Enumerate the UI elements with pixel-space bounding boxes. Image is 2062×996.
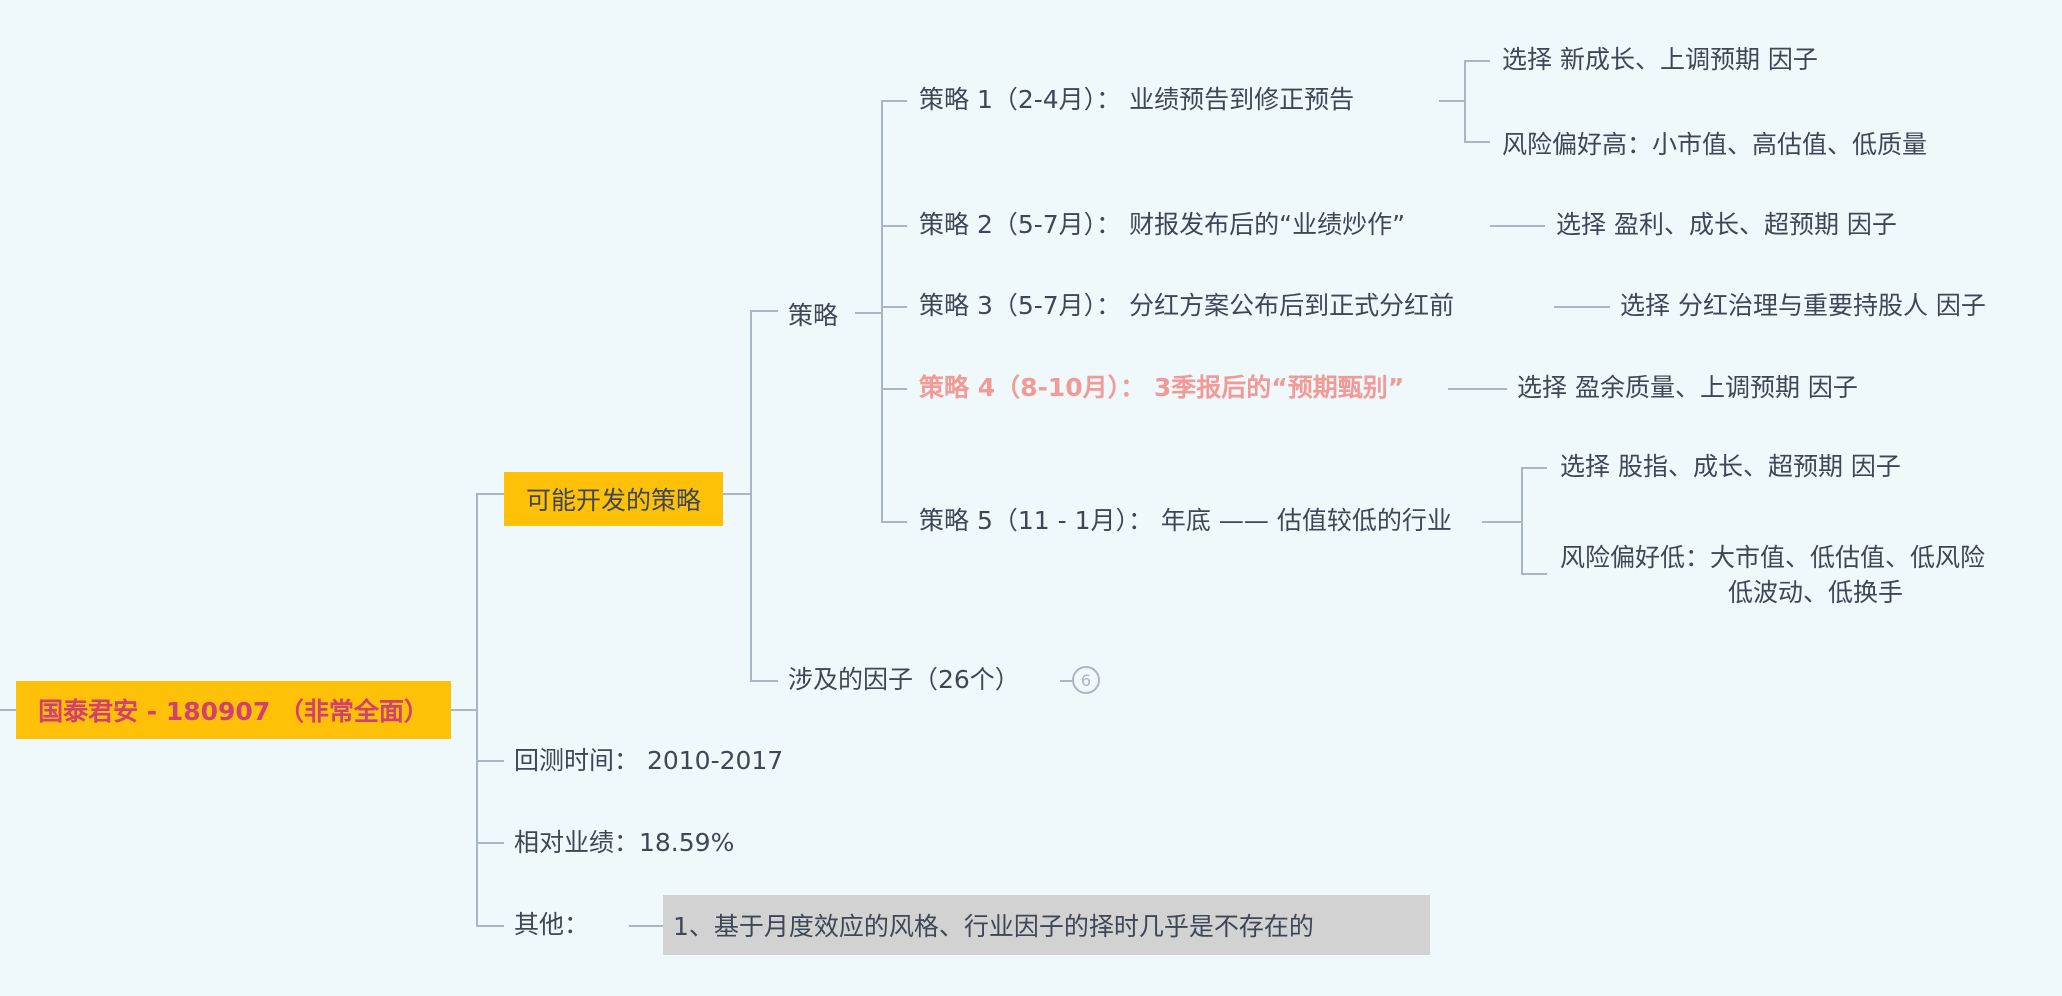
topic-other[interactable]: 其他： bbox=[514, 910, 590, 939]
collapsed-count-badge[interactable]: 6 bbox=[1072, 666, 1100, 694]
strategy-3[interactable]: 策略 3（5-7月）： 分红方案公布后到正式分红前 bbox=[919, 291, 1455, 320]
topic-label: 可能开发的策略 bbox=[525, 486, 701, 515]
connector bbox=[1521, 467, 1547, 469]
connector bbox=[881, 521, 907, 523]
root-topic[interactable]: 国泰君安 - 180907 （非常全面） bbox=[16, 681, 451, 739]
connector bbox=[476, 842, 504, 844]
strategy-5-risk-line2: 低波动、低换手 bbox=[1728, 578, 1904, 607]
root-label: 国泰君安 - 180907 （非常全面） bbox=[38, 697, 429, 726]
strategy-5-risk[interactable]: 风险偏好低：大市值、低估值、低风险 bbox=[1560, 543, 1986, 572]
connector bbox=[476, 493, 478, 927]
connector bbox=[1464, 60, 1466, 142]
connector bbox=[881, 100, 883, 522]
topic-performance[interactable]: 相对业绩：18.59% bbox=[514, 828, 735, 857]
connector bbox=[1439, 100, 1464, 102]
connector bbox=[1490, 225, 1545, 227]
connector bbox=[1464, 141, 1490, 143]
connector bbox=[750, 310, 752, 681]
connector bbox=[723, 493, 750, 495]
topic-backtest[interactable]: 回测时间： 2010-2017 bbox=[514, 746, 784, 775]
connector bbox=[1464, 60, 1490, 62]
strategy-5[interactable]: 策略 5（11 - 1月）： 年底 —— 估值较低的行业 bbox=[919, 506, 1452, 535]
strategy-4[interactable]: 策略 4（8-10月）： 3季报后的“预期甄别” bbox=[919, 373, 1405, 402]
strategy-1[interactable]: 策略 1（2-4月）： 业绩预告到修正预告 bbox=[919, 85, 1355, 114]
connector bbox=[1448, 388, 1507, 390]
connector bbox=[881, 306, 907, 308]
strategy-1-factor[interactable]: 选择 新成长、上调预期 因子 bbox=[1502, 45, 1818, 74]
strategy-4-factor[interactable]: 选择 盈余质量、上调预期 因子 bbox=[1517, 373, 1858, 402]
connector bbox=[451, 709, 476, 711]
note-text: 1、基于月度效应的风格、行业因子的择时几乎是不存在的 bbox=[673, 912, 1314, 941]
strategy-2-factor[interactable]: 选择 盈利、成长、超预期 因子 bbox=[1556, 210, 1897, 239]
strategy-3-factor[interactable]: 选择 分红治理与重要持股人 因子 bbox=[1620, 291, 1986, 320]
connector bbox=[1554, 306, 1610, 308]
connector bbox=[855, 312, 881, 314]
connector bbox=[476, 925, 504, 927]
connector bbox=[476, 760, 504, 762]
connector bbox=[0, 709, 16, 711]
connector bbox=[1521, 573, 1547, 575]
connector bbox=[881, 388, 907, 390]
connector bbox=[476, 493, 504, 495]
topic-strategies[interactable]: 可能开发的策略 bbox=[504, 472, 723, 526]
other-note[interactable]: 1、基于月度效应的风格、行业因子的择时几乎是不存在的 bbox=[663, 895, 1430, 955]
connector bbox=[881, 225, 907, 227]
connector bbox=[1060, 680, 1072, 682]
connector bbox=[881, 100, 907, 102]
strategy-1-risk[interactable]: 风险偏好高：小市值、高估值、低质量 bbox=[1502, 130, 1928, 159]
connector bbox=[750, 680, 778, 682]
connector bbox=[1521, 467, 1523, 574]
topic-strategy-group[interactable]: 策略 bbox=[788, 301, 839, 330]
strategy-5-factor[interactable]: 选择 股指、成长、超预期 因子 bbox=[1560, 452, 1901, 481]
connector bbox=[1482, 521, 1521, 523]
connector bbox=[750, 310, 778, 312]
topic-factors[interactable]: 涉及的因子（26个） bbox=[788, 665, 1020, 694]
connector bbox=[629, 925, 663, 927]
strategy-2[interactable]: 策略 2（5-7月）： 财报发布后的“业绩炒作” bbox=[919, 210, 1406, 239]
